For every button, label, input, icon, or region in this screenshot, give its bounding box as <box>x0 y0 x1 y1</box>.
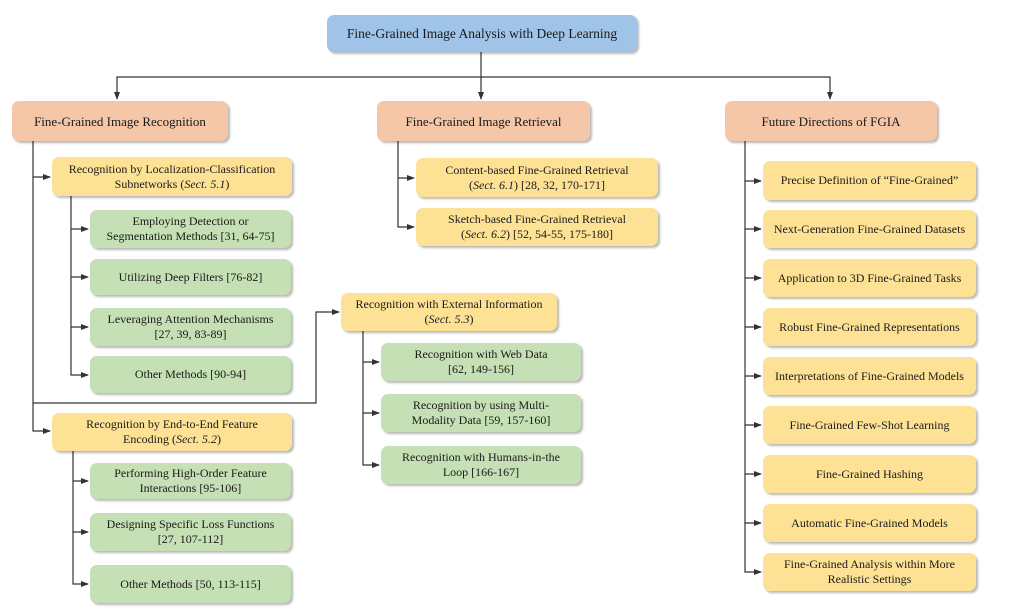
section-ref-close: ) <box>469 312 474 326</box>
method-label: Employing Detection or Segmentation Meth… <box>106 214 275 243</box>
end-to-end-encoding-node: Recognition by End-to-End Feature Encodi… <box>52 413 292 451</box>
future-direction-node: Fine-Grained Analysis within More Realis… <box>763 553 976 591</box>
connector-retrieval-child-2 <box>397 178 415 230</box>
future-direction-node: Fine-Grained Hashing <box>763 455 976 493</box>
recognition-node: Fine-Grained Image Recognition <box>12 101 228 141</box>
connector-5-2-child-1 <box>72 451 89 484</box>
method-label: Designing Specific Loss Functions [27, 1… <box>106 517 275 546</box>
method-label: Leveraging Attention Mechanisms [27, 39,… <box>107 312 274 341</box>
future-direction-node: Interpretations of Fine-Grained Models <box>763 357 976 395</box>
method-node: Employing Detection or Segmentation Meth… <box>90 210 291 248</box>
external-information-node: Recognition with External Information (S… <box>341 293 557 331</box>
future-direction-label: Application to 3D Fine-Grained Tasks <box>777 270 962 285</box>
connector-future-child-7 <box>744 425 762 477</box>
future-direction-node: Automatic Fine-Grained Models <box>763 504 976 542</box>
section-ref-close: ) <box>216 432 221 446</box>
citation-refs: ) [28, 32, 170-171] <box>514 177 605 192</box>
future-direction-label: Automatic Fine-Grained Models <box>791 515 948 530</box>
section-ref: Sect. 5.2 <box>175 432 217 446</box>
method-label: Recognition with Web Data [62, 149-156] <box>414 347 548 376</box>
future-direction-label: Interpretations of Fine-Grained Models <box>775 368 964 383</box>
section-ref: Sect. 5.3 <box>428 312 470 326</box>
connector-future-child-5 <box>744 327 762 379</box>
future-direction-label: Fine-Grained Analysis within More Realis… <box>784 557 955 586</box>
future-direction-node: Robust Fine-Grained Representations <box>763 308 976 346</box>
method-label: Other Methods [50, 113-115] <box>120 576 261 591</box>
root-label: Fine-Grained Image Analysis with Deep Le… <box>346 26 618 41</box>
method-label: Recognition with Humans-in-the Loop [166… <box>402 450 560 479</box>
end-to-end-encoding-label: Recognition by End-to-End Feature Encodi… <box>86 417 258 446</box>
method-label: Recognition by using Multi- Modality Dat… <box>411 398 551 427</box>
content-based-retrieval-label: Content-based Fine-Grained Retrieval ( <box>445 162 629 192</box>
future-direction-node: Application to 3D Fine-Grained Tasks <box>763 259 976 297</box>
method-node: Utilizing Deep Filters [76-82] <box>90 259 291 295</box>
method-node: Performing High-Order Feature Interactio… <box>90 463 291 499</box>
future-direction-node: Next-Generation Fine-Grained Datasets <box>763 210 976 248</box>
section-ref-close: ) <box>225 176 230 191</box>
connector-future-child-8 <box>744 474 762 526</box>
localization-classification-node: Recognition by Localization-Classificati… <box>52 157 292 196</box>
future-direction-node: Precise Definition of “Fine-Grained” <box>763 161 976 200</box>
future-direction-label: Fine-Grained Hashing <box>816 466 923 481</box>
future-direction-label: Fine-Grained Few-Shot Learning <box>789 417 950 432</box>
method-label: Other Methods [90-94] <box>134 367 247 381</box>
connector-5-2-child-3 <box>72 532 89 587</box>
section-ref: Sect. 6.2 <box>465 227 506 241</box>
connector-root-to-future <box>481 76 833 100</box>
localization-classification-label: Recognition by Localization-Classificati… <box>68 161 276 191</box>
future-directions-node: Future Directions of FGIA <box>725 101 937 141</box>
connector-future-child-2 <box>744 181 762 232</box>
connector-recognition-to-5-2 <box>32 177 51 434</box>
method-node: Designing Specific Loss Functions [27, 1… <box>90 513 291 551</box>
method-node: Recognition with Web Data [62, 149-156] <box>381 343 581 381</box>
connector-future-child-6 <box>744 376 762 428</box>
connector-5-1-child-2 <box>70 229 89 280</box>
section-ref: Sect. 5.1 <box>184 176 226 191</box>
content-based-retrieval-node: Content-based Fine-Grained Retrieval (Se… <box>416 158 658 197</box>
recognition-label: Fine-Grained Image Recognition <box>34 113 206 129</box>
section-ref: Sect. 6.1 <box>473 177 514 192</box>
future-direction-label: Precise Definition of “Fine-Grained” <box>780 173 959 187</box>
citation-refs: ) [52, 54-55, 175-180] <box>506 227 613 241</box>
connector-5-3-child-1 <box>362 331 380 365</box>
sketch-based-retrieval-node: Sketch-based Fine-Grained Retrieval (Sec… <box>416 208 658 246</box>
connector-future-child-1 <box>744 141 762 184</box>
connector-5-1-child-4 <box>70 327 89 378</box>
connector-5-3-child-2 <box>362 362 380 416</box>
connector-future-child-3 <box>744 229 762 281</box>
connector-5-1-child-3 <box>70 277 89 330</box>
connector-5-3-child-3 <box>362 413 380 468</box>
future-direction-node: Fine-Grained Few-Shot Learning <box>763 406 976 444</box>
external-information-label: Recognition with External Information ( <box>355 297 543 326</box>
future-direction-label: Next-Generation Fine-Grained Datasets <box>773 221 966 236</box>
future-directions-label: Future Directions of FGIA <box>761 113 901 129</box>
method-node: Leveraging Attention Mechanisms [27, 39,… <box>90 308 291 346</box>
sketch-based-retrieval-label: Sketch-based Fine-Grained Retrieval ( <box>448 212 626 241</box>
connector-5-2-child-2 <box>72 481 89 535</box>
method-node: Recognition by using Multi- Modality Dat… <box>381 394 581 432</box>
connector-5-1-child-1 <box>70 196 89 232</box>
retrieval-node: Fine-Grained Image Retrieval <box>377 101 590 141</box>
method-node: Other Methods [50, 113-115] <box>90 565 291 603</box>
connector-future-child-4 <box>744 278 762 330</box>
connector-root-to-recognition <box>114 76 481 100</box>
method-node: Recognition with Humans-in-the Loop [166… <box>381 446 581 484</box>
root-node: Fine-Grained Image Analysis with Deep Le… <box>327 15 637 52</box>
connector-retrieval-child-1 <box>397 141 415 181</box>
method-label: Performing High-Order Feature Interactio… <box>114 466 267 495</box>
method-label: Utilizing Deep Filters [76-82] <box>118 269 263 284</box>
future-direction-label: Robust Fine-Grained Representations <box>779 319 960 334</box>
method-node: Other Methods [90-94] <box>90 356 291 393</box>
retrieval-label: Fine-Grained Image Retrieval <box>405 113 562 129</box>
connector-recognition-to-5-1 <box>32 141 51 180</box>
connector-recognition-to-5-3 <box>33 309 340 404</box>
connector-future-child-9 <box>744 523 762 575</box>
